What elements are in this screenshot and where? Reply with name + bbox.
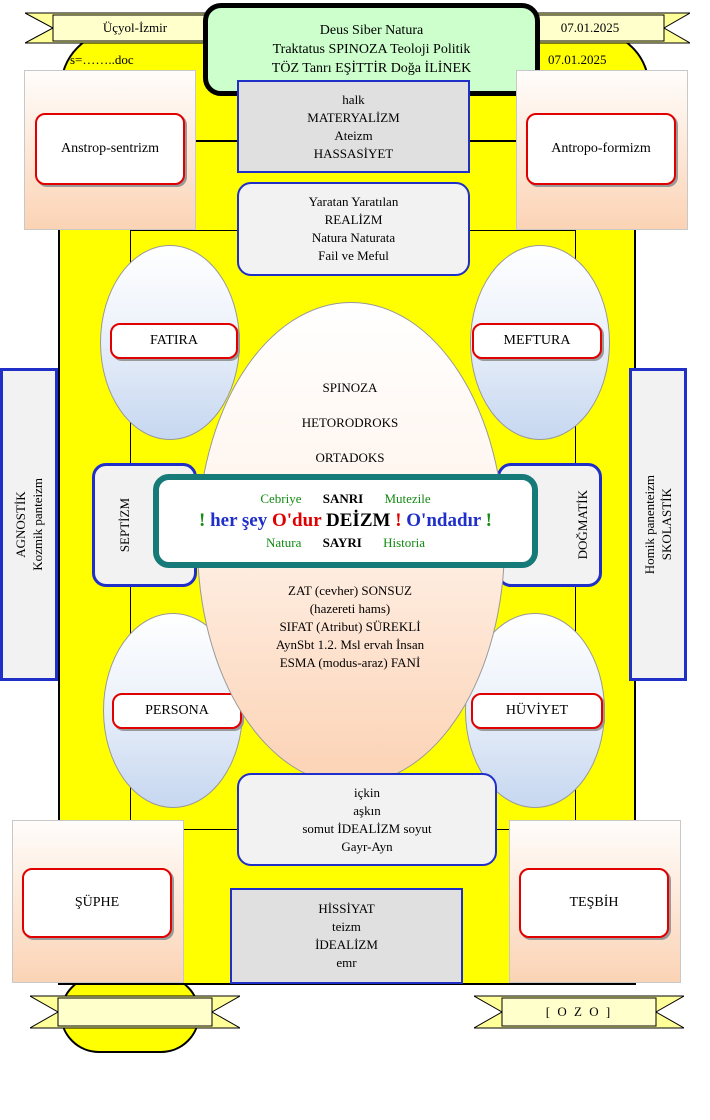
top-gray-line: halk [342, 91, 365, 107]
center-box: Cebriye SANRI Mutezile ! her şey O'dur D… [153, 474, 538, 568]
title-line-1: Deus Siber Natura [319, 23, 424, 38]
ellipse-label-bottom-right: HÜVİYET [471, 693, 603, 729]
left-side-box-text: SEPTİZM [117, 497, 132, 553]
bottom-gray-line: İDEALİZM [315, 937, 378, 952]
right-side-panel: Homik panenteizm SKOLASTİK [629, 368, 687, 681]
top-box-line: REALİZM [324, 212, 383, 227]
ribbon-right [490, 12, 690, 44]
date-below: 07.01.2025 [548, 52, 607, 67]
center-cebriye: Cebriye [260, 491, 302, 506]
center-top-row: Cebriye SANRI Mutezile [260, 489, 430, 509]
bottom-box-line: içkin [354, 784, 380, 800]
center-sanri: SANRI [322, 491, 364, 506]
top-gray-box: halk MATERYALİZM Ateizm HASSASİYET [237, 80, 470, 173]
bottom-box: içkin aşkın somut İDEALİZM soyut Gayr-Ay… [237, 773, 497, 866]
center-historia: Historia [383, 535, 426, 550]
corner-label-bottom-right: TEŞBİH [519, 868, 669, 938]
ellipse-label-bottom-left: PERSONA [112, 693, 242, 729]
left-side-text: AGNOSTİK Kozmik panteizm [12, 478, 46, 571]
center-upper-line: SPINOZA [322, 380, 378, 395]
bottom-gray-box: HİSSİYAT teizm İDEALİZM emr [230, 888, 463, 984]
ellipse-label-top-left: FATIRA [110, 323, 238, 359]
bottom-box-line: aşkın [353, 802, 381, 818]
bottom-box-line: somut İDEALİZM soyut [302, 820, 432, 836]
center-lower-line: SIFAT (Atribut) SÜREKLİ [279, 619, 421, 634]
left-side-panel: AGNOSTİK Kozmik panteizm [0, 368, 58, 681]
ellipse-label-top-right: MEFTURA [472, 323, 602, 359]
title-line-3: TÖZ Tanrı EŞİTTİR Doğa İLİNEK [271, 61, 472, 76]
center-lower-text: ZAT (cevher) SONSUZ (hazereti hams) SIFA… [230, 582, 470, 672]
right-side-line: SKOLASTİK [659, 488, 674, 561]
center-her-sey: her şey [205, 510, 272, 531]
ribbon-bottom-right-text: [ O Z O ] [545, 1004, 613, 1019]
center-natura: Natura [265, 535, 302, 550]
ribbon-left [25, 12, 245, 44]
center-lower-line: (hazereti hams) [309, 601, 391, 616]
center-excl: ! [395, 510, 402, 531]
center-sayri: SAYRI [322, 535, 362, 550]
corner-label-bottom-left: ŞÜPHE [22, 868, 172, 938]
center-deizm: DEİZM [321, 510, 396, 531]
center-excl: ! [480, 510, 492, 531]
center-ondadir: O'ndadır [401, 510, 481, 531]
bottom-box-line: Gayr-Ayn [341, 838, 393, 854]
center-lower-line: ESMA (modus-araz) FANİ [279, 655, 421, 670]
corner-label-top-right: Antropo-formizm [526, 113, 676, 185]
ribbon-bottom-right [474, 995, 684, 1029]
top-box-line: Natura Naturata [311, 230, 396, 245]
file-name: s=……..doc [70, 52, 134, 67]
right-side-box-text: DOĞMATİK [574, 490, 590, 560]
bottom-gray-line: teizm [332, 919, 361, 934]
left-side-line: AGNOSTİK [13, 491, 28, 558]
center-lower-line: ZAT (cevher) SONSUZ [288, 583, 412, 598]
bottom-gray-line: emr [336, 955, 357, 970]
ribbon-bottom-left [30, 995, 240, 1029]
center-upper-line: HETORODROKS [301, 415, 399, 430]
center-main-line: ! her şey O'dur DEİZM ! O'ndadır ! [199, 509, 492, 533]
ribbon-right-text: 07.01.2025 [560, 20, 620, 35]
center-lower-line: AynSbt 1.2. Msl ervah İnsan [275, 637, 425, 652]
center-excl: ! [199, 510, 206, 531]
right-side-line: Homik panenteizm [642, 474, 657, 575]
center-odur: O'dur [272, 510, 322, 531]
corner-label-top-left: Anstrop-sentrizm [35, 113, 185, 185]
center-mutezile: Mutezile [384, 491, 431, 506]
top-gray-line: MATERYALİZM [307, 109, 400, 125]
title-line-2: Traktatus SPINOZA Teoloji Politik [272, 42, 471, 57]
top-box-line: Yaratan Yaratılan [308, 194, 399, 209]
ribbon-left-text: Üçyol-İzmir [102, 20, 168, 35]
bottom-gray-line: HİSSİYAT [318, 901, 375, 916]
center-upper-line: ORTADOKS [315, 450, 385, 465]
center-upper-text: SPINOZA HETORODROKS ORTADOKS [250, 370, 450, 475]
top-gray-line: HASSASİYET [313, 145, 394, 161]
center-bottom-row: Natura SAYRI Historia [266, 533, 425, 553]
top-box-line: Fail ve Meful [318, 248, 389, 263]
top-box: Yaratan Yaratılan REALİZM Natura Naturat… [237, 182, 470, 276]
top-gray-line: Ateizm [334, 127, 373, 143]
right-side-text: Homik panenteizm SKOLASTİK [641, 475, 675, 574]
left-side-line: Kozmik panteizm [30, 478, 45, 571]
